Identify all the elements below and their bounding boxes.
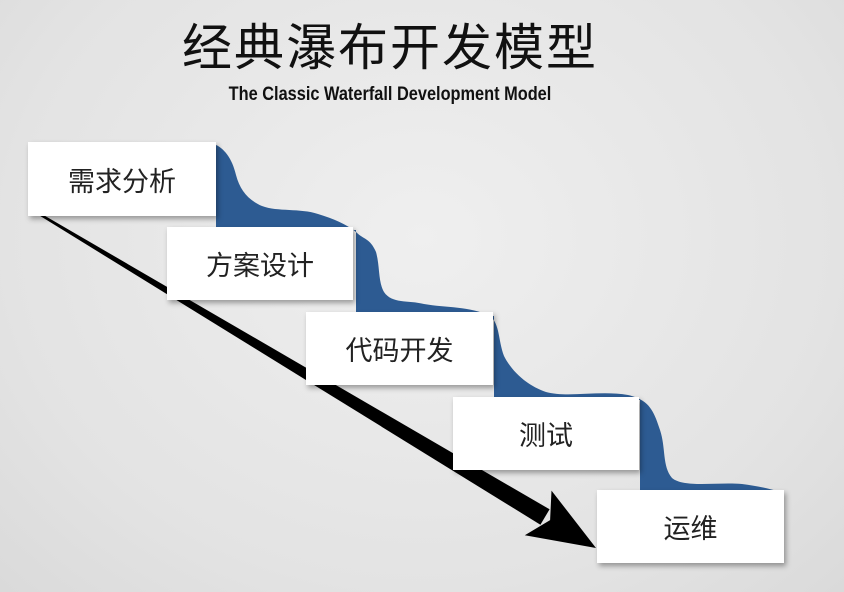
- step-label: 方案设计: [206, 251, 314, 282]
- step-label: 测试: [519, 421, 573, 452]
- step-box-operations: 运维: [597, 490, 784, 563]
- progress-arrow: [35, 211, 596, 548]
- step-label: 需求分析: [68, 166, 176, 198]
- arrow-head: [524, 490, 596, 548]
- step-box-requirements-analysis: 需求分析: [28, 142, 216, 216]
- step-label: 运维: [663, 514, 718, 545]
- title-english: The Classic Waterfall Development Model: [228, 84, 552, 105]
- step-box-solution-design: 方案设计: [167, 227, 353, 300]
- step-box-code-development: 代码开发: [306, 312, 493, 385]
- arrow-shaft: [35, 211, 550, 525]
- step-label: 代码开发: [345, 336, 454, 367]
- step-box-testing: 测试: [453, 397, 639, 470]
- title-chinese: 经典瀑布开发模型: [182, 19, 598, 77]
